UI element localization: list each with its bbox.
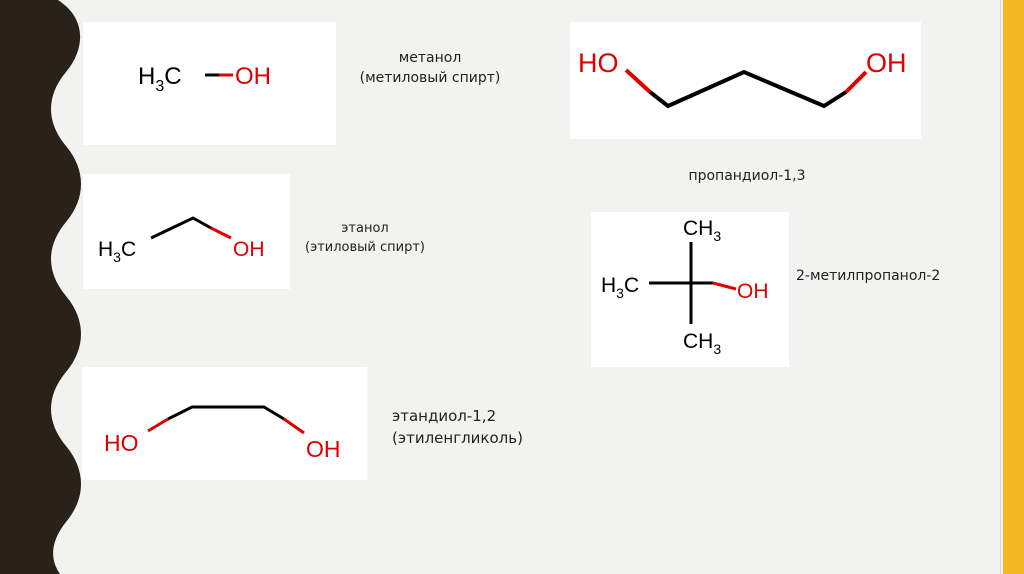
methylpropanol-name: 2-метилпропанол-2 bbox=[796, 268, 941, 284]
accent-stripe bbox=[1003, 0, 1024, 574]
ethanediol-hydroxyl-left-label: HO bbox=[104, 430, 139, 456]
methylpropanol-o-bond bbox=[712, 281, 737, 291]
methanol-caption: метанол (метиловый спирт) bbox=[340, 48, 520, 89]
methylpropanol-bottom-methyl-label: CH3 bbox=[683, 330, 721, 357]
methanol-structure: H3C OH bbox=[83, 22, 336, 145]
ethanol-caption: этанол (этиловый спирт) bbox=[290, 220, 440, 258]
propanediol-carbon-bonds bbox=[648, 69, 848, 109]
methylpropanol-left-methyl-label: H3C bbox=[601, 274, 639, 301]
methylpropanol-hydroxyl-label: OH bbox=[737, 280, 769, 303]
ethanediol-name: этандиол-1,2 bbox=[392, 407, 497, 425]
ethanol-o-bond bbox=[210, 226, 232, 240]
propanediol-left-o-bond bbox=[624, 68, 652, 94]
ethanediol-structure: HO OH bbox=[82, 367, 367, 480]
methanol-common-name: (метиловый спирт) bbox=[359, 70, 501, 87]
wavy-left-border bbox=[0, 0, 81, 574]
ethanediol-caption: этандиол-1,2 (этиленгликоль) bbox=[392, 406, 542, 450]
right-divider-line bbox=[1000, 0, 1001, 574]
ethanediol-common-name: (этиленгликоль) bbox=[392, 428, 523, 447]
ethanol-carbon-label: H3C bbox=[98, 238, 136, 265]
propanediol-name: пропандиол-1,3 bbox=[688, 168, 806, 184]
propanediol-hydroxyl-left-label: HO bbox=[578, 48, 619, 78]
ethanol-common-name: (этиловый спирт) bbox=[305, 239, 425, 255]
propanediol-caption: пропандиол-1,3 bbox=[662, 166, 832, 186]
propanediol-hydroxyl-right-label: OH bbox=[866, 48, 907, 78]
methylpropanol-caption: 2-метилпропанол-2 bbox=[796, 266, 946, 286]
ethanediol-hydroxyl-right-label: OH bbox=[306, 436, 341, 462]
methanol-hydroxyl-label: OH bbox=[235, 63, 271, 90]
ethanol-structure: H3C OH bbox=[83, 174, 290, 289]
ethanol-hydroxyl-label: OH bbox=[233, 238, 265, 261]
methylpropanol-top-methyl-label: CH3 bbox=[683, 217, 721, 244]
ethanediol-right-o-bond bbox=[283, 417, 305, 435]
ethanol-name: этанол bbox=[341, 221, 389, 236]
methanol-name: метанол bbox=[398, 50, 462, 66]
propanediol-right-o-bond bbox=[844, 70, 868, 94]
ethanediol-carbon-bonds bbox=[167, 405, 285, 421]
propanediol-structure: HO OH bbox=[570, 22, 921, 139]
methanol-carbon-label: H3C bbox=[138, 63, 182, 95]
methylpropanol-structure: CH3 H3C CH3 OH bbox=[591, 212, 789, 367]
ethanediol-left-o-bond bbox=[147, 417, 169, 433]
ethanol-carbon-bonds bbox=[150, 216, 212, 240]
